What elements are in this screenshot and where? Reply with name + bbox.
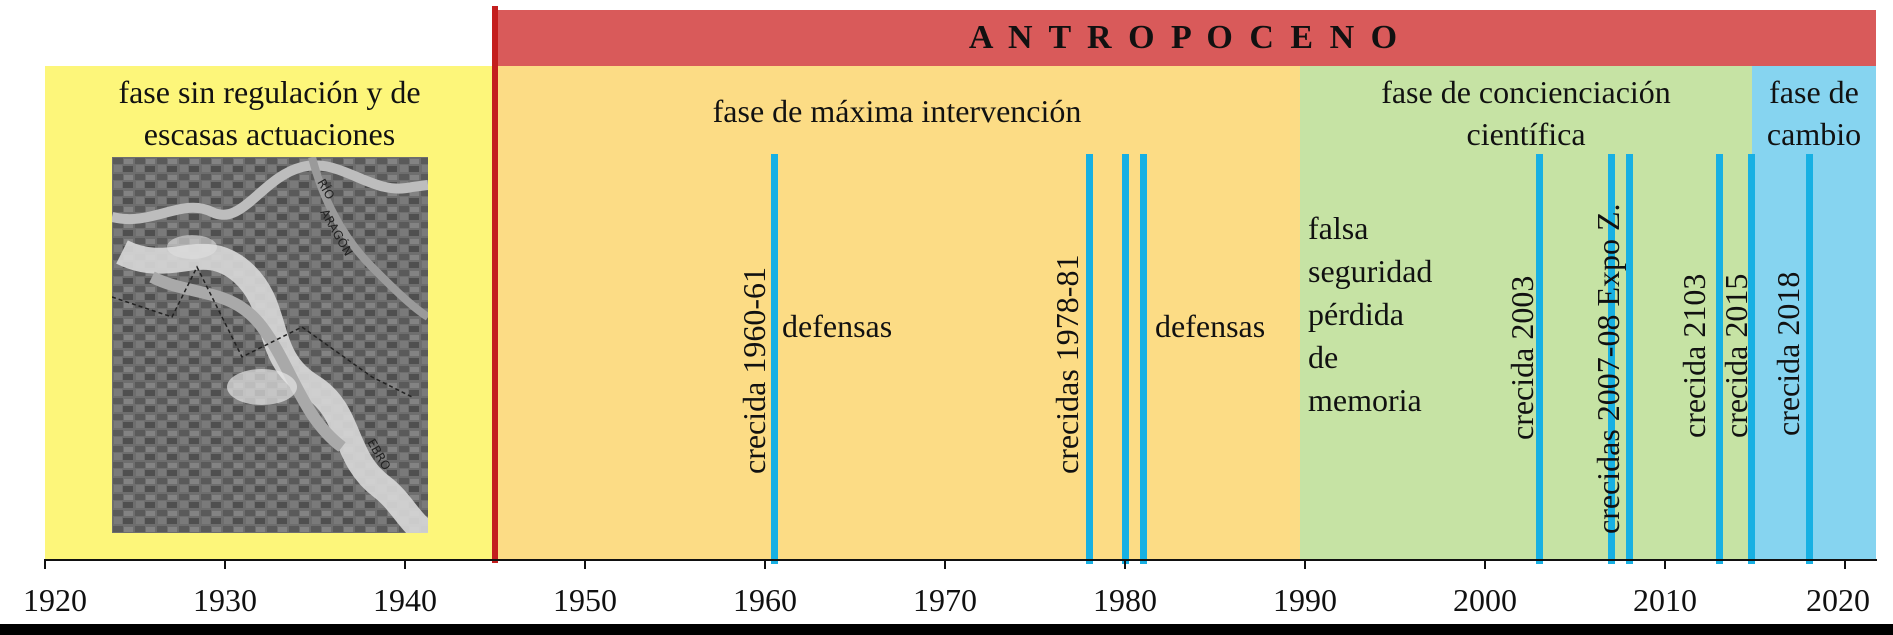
bottom-border bbox=[0, 624, 1893, 635]
banner-label: A N T R O P O C E N O bbox=[968, 19, 1402, 56]
event-line-2007 bbox=[1608, 154, 1615, 564]
phase-concienciacion: fase de concienciación científica bbox=[1300, 66, 1752, 559]
label-crecida-2015: crecida 2015 bbox=[1718, 273, 1754, 438]
label-crecida-2018: crecida 2018 bbox=[1770, 271, 1806, 436]
axis-tick bbox=[584, 559, 586, 569]
annotation-defensas-1: defensas bbox=[782, 308, 893, 344]
axis-tick bbox=[224, 559, 226, 569]
event-line-2014-8 bbox=[1748, 154, 1756, 564]
annotation-line-1: falsa bbox=[1308, 210, 1369, 246]
axis-tick bbox=[1484, 559, 1486, 569]
axis-year-label: 1970 bbox=[913, 582, 977, 618]
time-axis bbox=[45, 559, 1877, 561]
axis-year-label: 1950 bbox=[553, 582, 617, 618]
axis-year-label: 1990 bbox=[1273, 582, 1337, 618]
label-crecidas-2007-08: crecidas 2007-08 Expo Z. bbox=[1590, 203, 1626, 534]
antropoceno-banner: A N T R O P O C E N O bbox=[494, 10, 1876, 66]
phase-maxima-intervencion: fase de máxima intervención bbox=[494, 66, 1300, 559]
phase-sin-regulacion-line-1: fase sin regulación y de bbox=[118, 74, 421, 110]
annotation-line-2: seguridad bbox=[1308, 253, 1433, 289]
axis-year-label: 1920 bbox=[23, 582, 87, 618]
axis-tick bbox=[944, 559, 946, 569]
annotation-defensas-2: defensas bbox=[1155, 308, 1266, 344]
aerial-photo-image: RÍO ARAGÓN EBRO bbox=[112, 157, 428, 533]
event-line-1981 bbox=[1140, 154, 1147, 564]
axis-year-label: 2010 bbox=[1633, 582, 1697, 618]
label-crecidas-1978-81: crecidas 1978-81 bbox=[1049, 254, 1085, 474]
event-line-1980 bbox=[1122, 154, 1129, 564]
axis-year-label: 2020 bbox=[1806, 582, 1870, 618]
event-line-1978 bbox=[1086, 154, 1093, 564]
phase-concienciacion-line-2: científica bbox=[1466, 116, 1586, 152]
axis-year-label: 1940 bbox=[373, 582, 437, 618]
event-line-2008 bbox=[1626, 154, 1633, 564]
label-crecida-2003: crecida 2003 bbox=[1504, 275, 1540, 440]
axis-tick bbox=[404, 559, 406, 569]
axis-tick bbox=[1124, 559, 1126, 569]
annotation-line-3: pérdida bbox=[1308, 296, 1404, 332]
label-crecida-2103: crecida 2103 bbox=[1676, 273, 1712, 438]
phase-cambio: fase de cambio bbox=[1752, 66, 1876, 559]
phase-sin-regulacion-line-2: escasas actuaciones bbox=[143, 116, 396, 152]
annotation-line-5: memoria bbox=[1308, 382, 1422, 418]
axis-tick bbox=[44, 559, 46, 569]
event-line-2003 bbox=[1536, 154, 1543, 564]
axis-year-label: 1960 bbox=[733, 582, 797, 618]
axis-tick bbox=[1844, 559, 1846, 569]
annotation-falsa-seguridad: falsa seguridad pérdida de memoria bbox=[1308, 207, 1432, 422]
event-line-1960-5 bbox=[771, 154, 778, 564]
axis-tick bbox=[764, 559, 766, 569]
label-crecida-1960-61: crecida 1960-61 bbox=[736, 266, 772, 474]
axis-year-label: 1980 bbox=[1093, 582, 1157, 618]
axis-year-label: 1930 bbox=[193, 582, 257, 618]
phase-cambio-line-2: cambio bbox=[1766, 116, 1862, 152]
phase-concienciacion-line-1: fase de concienciación bbox=[1381, 74, 1671, 110]
antropoceno-start-divider bbox=[492, 6, 498, 563]
axis-tick bbox=[1664, 559, 1666, 569]
annotation-line-4: de bbox=[1308, 339, 1339, 375]
axis-year-label: 2000 bbox=[1453, 582, 1517, 618]
axis-tick bbox=[1304, 559, 1306, 569]
event-line-2013 bbox=[1716, 154, 1723, 564]
event-line-2018 bbox=[1806, 154, 1813, 564]
aerial-photo: RÍO ARAGÓN EBRO bbox=[112, 157, 428, 533]
phase-maxima-intervencion-line-1: fase de máxima intervención bbox=[712, 93, 1082, 129]
phase-cambio-line-1: fase de bbox=[1769, 74, 1859, 110]
